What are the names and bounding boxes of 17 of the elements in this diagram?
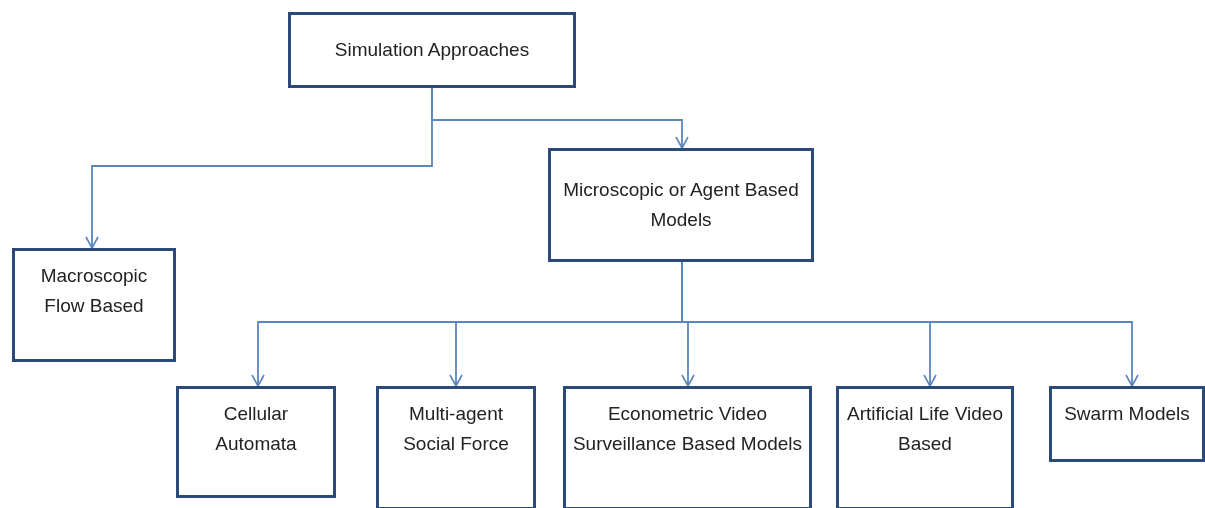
process-box bbox=[548, 148, 814, 262]
node-label: Cellular Automata bbox=[214, 402, 298, 456]
process-box bbox=[1049, 386, 1205, 462]
node-label: Swarm Models bbox=[1064, 402, 1190, 426]
process-box bbox=[376, 386, 536, 508]
process-box bbox=[12, 248, 176, 362]
process-box bbox=[836, 386, 1014, 508]
node-label: Simulation Approaches bbox=[334, 38, 530, 62]
process-box bbox=[563, 386, 812, 508]
process-box bbox=[176, 386, 336, 498]
process-box bbox=[288, 12, 576, 88]
node-label: Macroscopic Flow Based bbox=[39, 264, 149, 318]
arrow bbox=[431, 87, 689, 149]
node-label: Artificial Life Video Based bbox=[846, 402, 1004, 456]
node-label: Microscopic or Agent Based Models bbox=[562, 178, 800, 232]
node-label: Econometric Video Surveillance Based Models bbox=[572, 402, 803, 456]
node-label: Multi-agent Social Force bbox=[402, 402, 510, 456]
